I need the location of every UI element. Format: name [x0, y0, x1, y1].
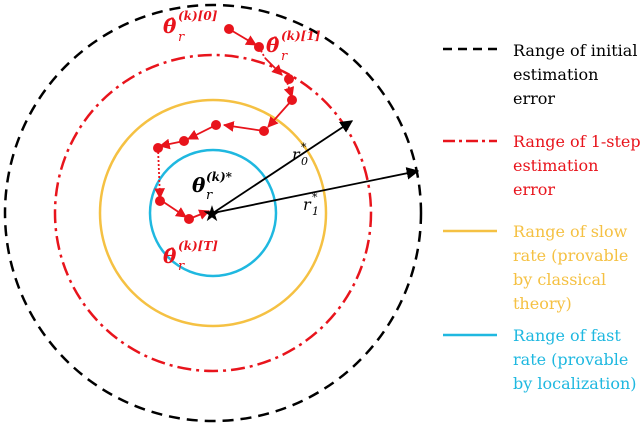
svg-text:(k)[0]: (k)[0]	[178, 9, 218, 23]
svg-text:θ̂: θ̂	[163, 14, 177, 38]
svg-text:r: r	[303, 195, 312, 214]
svg-text:Range of initial: Range of initial	[513, 41, 637, 60]
legend-item-fast-rate: Range of fast rate (provable by localiza…	[443, 326, 637, 393]
true-parameter-star: ★	[202, 202, 222, 227]
estimation-points	[153, 24, 297, 224]
svg-text:(k)[1]: (k)[1]	[281, 29, 321, 43]
svg-text:theory): theory)	[513, 294, 572, 313]
svg-text:θ: θ	[192, 173, 206, 197]
legend-item-initial: Range of initial estimation error	[443, 41, 637, 108]
svg-text:Range of 1-step: Range of 1-step	[513, 132, 640, 151]
svg-text:(k)[T]: (k)[T]	[178, 239, 218, 253]
svg-text:0: 0	[301, 155, 308, 168]
r1-radius-arrow	[212, 167, 420, 214]
svg-text:*: *	[301, 141, 307, 154]
estimate-point	[153, 143, 163, 153]
svg-text:error: error	[513, 180, 555, 199]
r0-radius-arrow	[212, 120, 354, 214]
estimate-point	[211, 120, 221, 130]
svg-text:r: r	[206, 188, 213, 203]
estimate-point-0	[224, 24, 234, 34]
svg-text:(k)*: (k)*	[206, 170, 233, 184]
svg-text:rate (provable: rate (provable	[513, 246, 628, 265]
svg-text:r: r	[292, 145, 301, 164]
label-r1: r 1 *	[303, 191, 319, 218]
legend-item-one-step: Range of 1-step estimation error	[443, 132, 640, 199]
svg-text:Range of slow: Range of slow	[513, 222, 628, 241]
estimate-point	[179, 136, 189, 146]
label-r0: r 0 *	[292, 141, 308, 168]
svg-text:by classical: by classical	[513, 270, 606, 289]
label-theta-hat-0: θ̂ r (k)[0]	[163, 9, 218, 45]
legend-item-slow-rate: Range of slow rate (provable by classica…	[443, 222, 628, 313]
svg-text:1: 1	[312, 205, 319, 218]
one-step-error-circle	[53, 53, 373, 373]
svg-text:θ̂: θ̂	[266, 33, 280, 57]
svg-text:r: r	[281, 49, 288, 64]
estimate-point	[287, 95, 297, 105]
label-theta-hat-1: θ̂ r (k)[1]	[266, 29, 321, 64]
estimate-point-T	[184, 214, 194, 224]
svg-text:r: r	[178, 30, 185, 45]
estimate-point-1	[254, 42, 264, 52]
fast-rate-circle	[148, 148, 278, 278]
label-theta-hat-T: θ̂ r (k)[T]	[163, 239, 218, 274]
svg-text:rate (provable: rate (provable	[513, 350, 628, 369]
label-theta-star: θ r (k)*	[192, 170, 233, 203]
svg-text:error: error	[513, 89, 555, 108]
svg-text:*: *	[312, 191, 318, 204]
legend: Range of initial estimation error Range …	[443, 41, 640, 393]
slow-rate-circle	[98, 98, 328, 328]
svg-text:by localization): by localization)	[513, 374, 637, 393]
estimate-point	[155, 196, 165, 206]
svg-text:θ̂: θ̂	[163, 244, 177, 268]
svg-text:estimation: estimation	[513, 65, 598, 84]
estimate-point	[259, 126, 269, 136]
initial-error-circle	[3, 3, 423, 423]
svg-text:Range of fast: Range of fast	[513, 326, 621, 345]
svg-text:estimation: estimation	[513, 156, 598, 175]
svg-text:r: r	[178, 259, 185, 274]
estimate-point	[284, 74, 294, 84]
